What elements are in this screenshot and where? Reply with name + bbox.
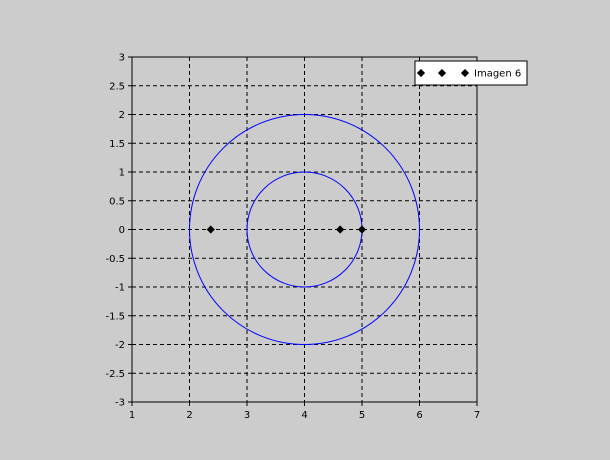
legend: Imagen 6 <box>414 60 528 86</box>
y-axis-ticks: 3 2.5 2 1.5 1 0.5 0 -0.5 -1 -1.5 -2 -2.5 -3 <box>105 53 132 409</box>
x-tick-label: 6 <box>416 410 422 421</box>
x-tick-label: 1 <box>129 410 135 421</box>
y-tick-label: 2.5 <box>109 81 125 92</box>
y-tick-label: -2 <box>115 340 125 351</box>
y-tick-label: -0.5 <box>105 254 125 265</box>
y-tick-label: 2 <box>119 110 125 121</box>
y-tick-label: 1 <box>119 168 125 179</box>
x-tick-label: 4 <box>301 410 307 421</box>
y-tick-label: 0.5 <box>109 196 125 207</box>
x-tick-label: 3 <box>244 410 250 421</box>
x-axis-ticks: 1 2 3 4 5 6 7 <box>129 402 480 421</box>
grid <box>132 57 477 402</box>
y-tick-label: -2.5 <box>105 369 125 380</box>
y-tick-label: -1 <box>115 283 125 294</box>
x-tick-label: 2 <box>186 410 192 421</box>
y-tick-label: 3 <box>119 53 125 64</box>
data-point <box>357 225 367 234</box>
y-tick-label: -3 <box>115 398 125 409</box>
legend-box <box>414 60 528 86</box>
legend-label: Imagen 6 <box>474 69 521 80</box>
legend-marker <box>416 68 426 78</box>
y-tick-label: -1.5 <box>105 311 125 322</box>
x-tick-label: 5 <box>359 410 365 421</box>
y-tick-label: 1.5 <box>109 139 125 150</box>
legend-marker <box>437 68 447 78</box>
data-points <box>206 225 367 234</box>
data-point <box>336 225 345 234</box>
circle-r2 <box>189 114 420 345</box>
data-point <box>206 225 215 234</box>
legend-markers <box>416 68 470 78</box>
x-tick-label: 7 <box>474 410 480 421</box>
legend-marker <box>460 68 470 78</box>
y-tick-label: 0 <box>119 225 125 236</box>
